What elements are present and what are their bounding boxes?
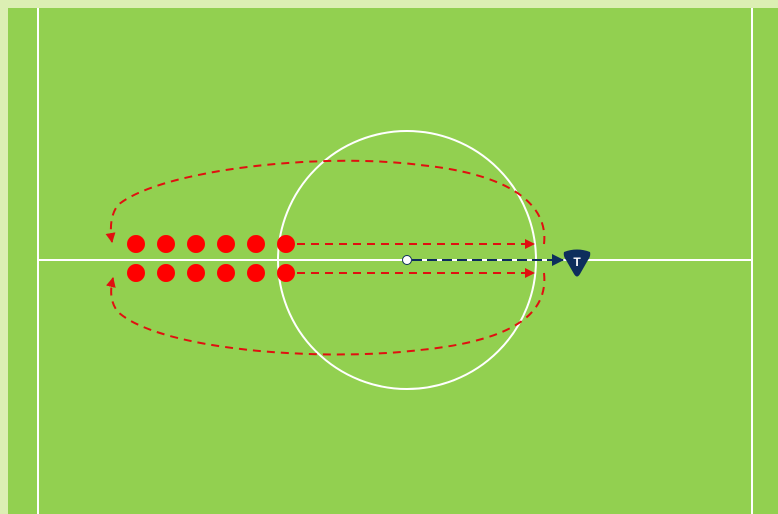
player-group bbox=[127, 235, 295, 282]
center-spot bbox=[402, 255, 412, 265]
player-dot bbox=[217, 235, 235, 253]
player-dot bbox=[277, 235, 295, 253]
player-dot bbox=[277, 264, 295, 282]
player-dot bbox=[127, 235, 145, 253]
target-label: T bbox=[573, 255, 581, 269]
player-dot bbox=[157, 235, 175, 253]
player-dot bbox=[157, 264, 175, 282]
player-dot bbox=[217, 264, 235, 282]
player-dot bbox=[187, 264, 205, 282]
player-dot bbox=[127, 264, 145, 282]
player-dot bbox=[247, 264, 265, 282]
return-arrow-top bbox=[105, 159, 546, 245]
player-dot bbox=[187, 235, 205, 253]
target-cone-icon: T bbox=[563, 249, 591, 277]
player-dot bbox=[247, 235, 265, 253]
return-arrow-bottom bbox=[105, 272, 546, 356]
